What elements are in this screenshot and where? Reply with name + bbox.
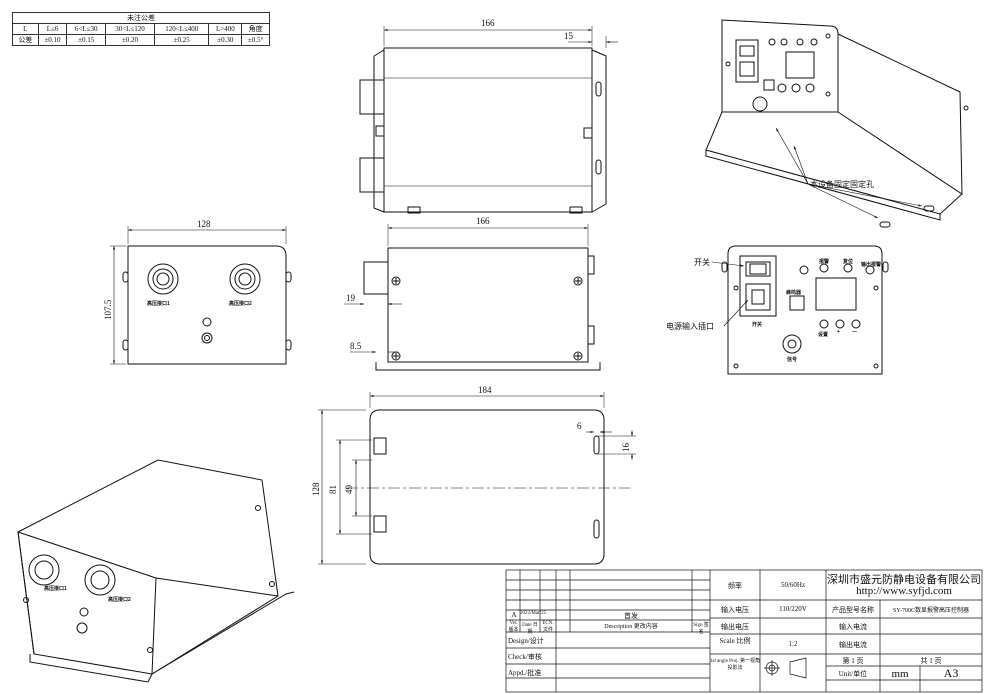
label-iso-port-1: 高压接口1 (44, 586, 67, 592)
unit-value: mm (891, 668, 909, 680)
dim-bottom-6: 6 (577, 421, 582, 431)
dim-side-width: 166 (476, 216, 490, 226)
tolerance-title: 未注公差 (12, 12, 270, 24)
label-reset: 复位 (843, 259, 854, 265)
iso-view-rear (705, 19, 969, 228)
label-minus: — (852, 329, 857, 335)
dim-bottom-16: 16 (621, 443, 631, 452)
label-power-input: 电源输入插口 (666, 322, 714, 331)
sheet-label: 第 1 页 (842, 657, 864, 665)
dim-side-19: 19 (346, 293, 355, 303)
side-view (344, 224, 601, 371)
tol-header: L≤6 (37, 23, 68, 35)
out-current-label: 输出电流 (839, 641, 867, 649)
label-switch-small: 开关 (752, 322, 763, 328)
in-current-label: 输入电流 (839, 623, 867, 631)
angle-label: 1st angle Proj. 第一视角投影法 (710, 659, 760, 671)
label-set: 设置 (818, 332, 829, 338)
tol-row-label: 公差 (12, 34, 39, 46)
label-plus: + (837, 329, 840, 335)
top-view (359, 26, 618, 214)
sign-label: Sign 签名 (693, 623, 709, 635)
out-voltage-label: 输出电压 (721, 623, 749, 631)
rev-desc: 首发 (624, 612, 638, 620)
scale-label: Scale 比例 (719, 637, 751, 645)
label-hv-port-1: 高压接口1 (147, 301, 170, 307)
tol-header: 角度 (241, 23, 270, 35)
desc-label: Description 更改内容 (604, 624, 658, 630)
iso-view-front (17, 459, 295, 683)
dim-bottom-height: 128 (311, 482, 321, 497)
dim-side-8-5: 8.5 (350, 341, 362, 351)
dim-front-height: 107.5 (103, 299, 113, 320)
label-alarm: 报警 (819, 259, 830, 265)
title-block (505, 569, 983, 693)
freq-value: 50/60Hz (780, 581, 806, 589)
rear-panel-view (711, 245, 889, 375)
rev-date: 2022/Mar/25 (520, 611, 547, 616)
check-label: Check/审核 (508, 653, 542, 661)
company-name: 深圳市盛元防静电设备有限公司 (827, 574, 981, 586)
tol-header: 30<L≤120 (104, 23, 156, 35)
tol-value: ±0.30 (208, 34, 243, 46)
dim-bottom-49: 49 (344, 485, 354, 494)
dim-bottom-width: 184 (478, 385, 492, 395)
tol-header: 120<L≤400 (154, 23, 210, 35)
bottom-view (318, 392, 636, 565)
dim-front-width: 128 (197, 219, 211, 229)
freq-label: 频率 (728, 582, 742, 590)
in-voltage-value: 110/220V (779, 605, 807, 613)
label-iso-port-2: 高压接口2 (108, 597, 131, 603)
ecn-label: ECN. 文件 (542, 621, 554, 633)
dim-top-width: 166 (481, 18, 495, 28)
design-label: Design/设计 (508, 637, 544, 645)
label-signal: 信号 (787, 357, 798, 363)
date-label: Date 日期 (522, 623, 538, 635)
dim-top-offset: 15 (564, 31, 573, 41)
tol-value: ±0.10 (37, 34, 68, 46)
tol-value: ±0.5° (241, 34, 270, 46)
company-website: http://www.syfjd.com (856, 585, 952, 597)
product-value: SY-700C数显报警高压控制器 (892, 608, 969, 614)
label-buzzer: 蜂鸣器 (786, 290, 802, 296)
label-mount-holes: 本设备固定固定孔 (810, 180, 874, 189)
rev-ver: A (511, 611, 517, 619)
total-label: 共 1 页 (920, 657, 942, 665)
tol-header: 6<L≤30 (66, 23, 106, 35)
appd-label: Appd./批准 (508, 669, 542, 677)
paper-size: A3 (943, 666, 959, 680)
scale-value: 1:2 (788, 640, 798, 648)
in-voltage-label: 输入电压 (721, 606, 749, 614)
unit-label: Unit/单位 (838, 670, 868, 678)
tol-value: ±0.20 (104, 34, 156, 46)
tol-header: L (12, 23, 39, 35)
dim-bottom-81: 81 (328, 485, 338, 494)
tolerance-table: 未注公差 L L≤6 6<L≤30 30<L≤120 120<L≤400 L>4… (12, 12, 270, 46)
label-output-alarm: 输出报警 (861, 262, 882, 268)
ver-label: Ver. 版本 (508, 621, 519, 633)
label-hv-port-2: 高压接口2 (229, 301, 252, 307)
tol-header: L>400 (208, 23, 243, 35)
tol-value: ±0.25 (154, 34, 210, 46)
product-label: 产品型号名称 (832, 606, 874, 614)
front-view (110, 226, 292, 365)
tol-value: ±0.15 (66, 34, 106, 46)
label-switch: 开关 (694, 258, 710, 267)
